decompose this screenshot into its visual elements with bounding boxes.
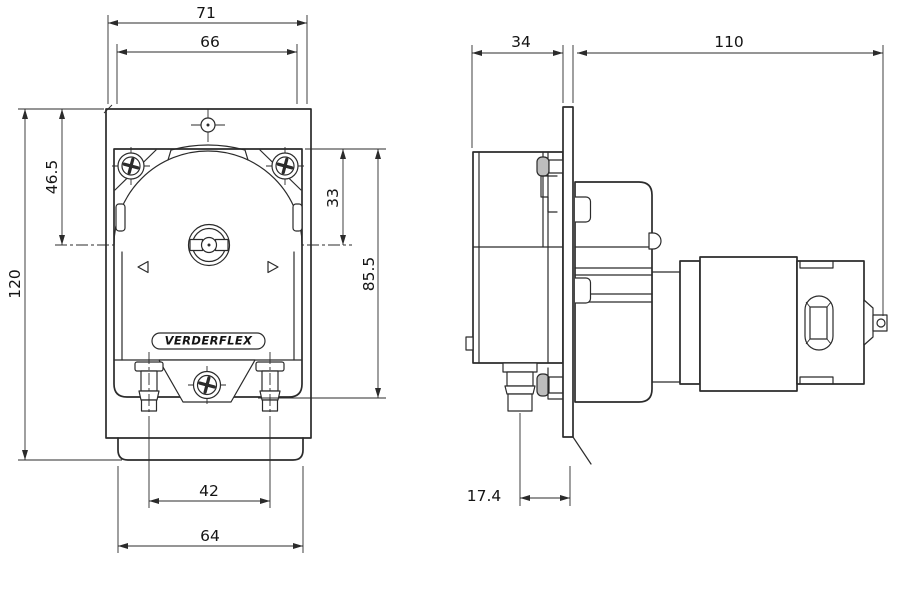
dim-top-to-center: 46.5 (43, 160, 61, 195)
brand-label: VERDERFLEX (165, 334, 254, 348)
terminal-bracket (863, 299, 874, 346)
direction-arrow-left (137, 260, 149, 274)
direction-arrow-right (267, 260, 279, 274)
rotor-hub (187, 223, 231, 267)
dim-width-inner: 66 (200, 33, 220, 51)
brand-plate (151, 332, 266, 350)
gearbox-boss-bottom (575, 277, 592, 304)
mounting-hole-top (191, 109, 225, 142)
head-washer-top (536, 156, 550, 177)
dim-head-top-to-ports: 85.5 (360, 257, 378, 292)
hose-port-left (134, 352, 164, 414)
dimensions-side: 34 110 17.4 (467, 33, 884, 506)
hose-port-side (502, 362, 538, 412)
top-rib (167, 144, 249, 161)
pump-head-front: VERDERFLEX (112, 144, 304, 414)
dim-body-length: 110 (714, 33, 744, 51)
gearbox (574, 181, 681, 403)
head-screw-right (266, 147, 304, 185)
gearbox-clip (648, 232, 662, 250)
dim-height-total: 120 (6, 269, 24, 299)
dim-port-spacing: 42 (199, 482, 219, 500)
front-view: VERDERFLEX (55, 108, 352, 461)
pump-head-dome (113, 150, 303, 246)
mounting-plate-side (562, 106, 592, 465)
head-screw-left (112, 147, 150, 185)
side-view (465, 106, 888, 465)
pump-head-side (465, 151, 564, 412)
motor-collar (679, 260, 701, 385)
tube-clamp-left (115, 203, 126, 232)
gearbox-boss-top (575, 196, 592, 223)
tube-clamp-right (292, 203, 303, 232)
motor-spacer (651, 271, 681, 383)
dim-width-outer: 71 (196, 4, 216, 22)
dim-base-width: 64 (200, 527, 220, 545)
dim-head-top-to-center: 33 (324, 188, 342, 208)
front-cover-tab (465, 336, 474, 351)
dim-head-depth: 34 (511, 33, 531, 51)
dim-port-to-plate: 17.4 (467, 487, 502, 505)
motor (679, 256, 888, 392)
base-bracket (117, 437, 304, 461)
hose-port-right (255, 352, 285, 414)
terminal-hole (876, 318, 886, 328)
dimensions-front: 71 66 46.5 120 33 85.5 42 64 (6, 4, 386, 553)
motor-body (699, 256, 798, 392)
head-washer-bottom (536, 373, 550, 397)
bottom-screw (188, 366, 226, 404)
